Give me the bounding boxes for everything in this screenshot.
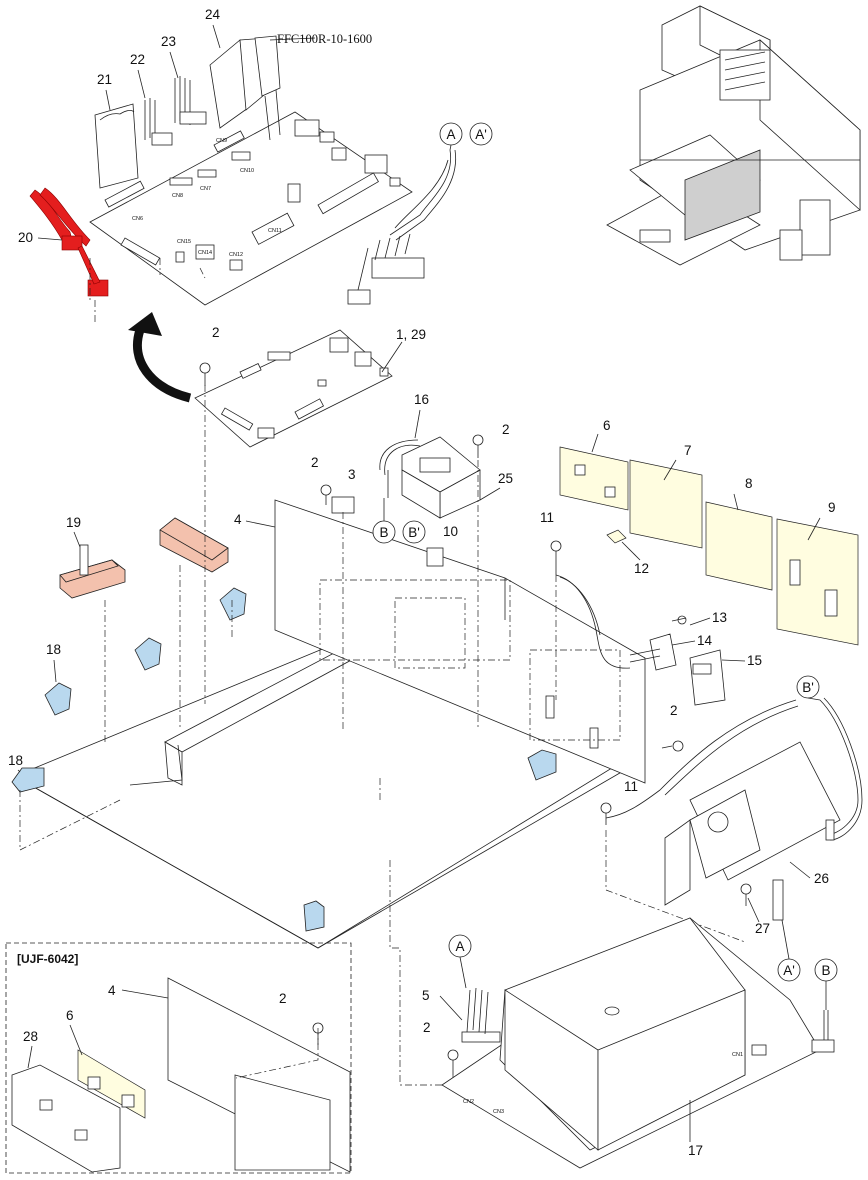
callout-17: 17 <box>688 1143 703 1158</box>
marker-a-lower: A <box>448 934 472 958</box>
ground-cable <box>555 574 726 706</box>
label-cn14: CN14 <box>198 250 212 256</box>
leader-lines <box>19 385 746 1090</box>
label-cn3: CN3 <box>493 1109 504 1115</box>
callout-leaders <box>17 24 827 1142</box>
callout-21: 21 <box>97 72 112 87</box>
label-cn8: CN8 <box>172 193 183 199</box>
harness-top-right <box>347 149 457 305</box>
marker-b-mid: B <box>372 520 396 544</box>
callout-23: 23 <box>161 34 176 49</box>
callout-1-29: 1, 29 <box>396 327 426 342</box>
svg-text:A: A <box>446 127 455 142</box>
callout-2-b: 2 <box>311 455 319 470</box>
power-unit-16 <box>379 436 481 519</box>
callout-9: 9 <box>828 500 836 515</box>
svg-text:B': B' <box>802 680 814 695</box>
ffc-cables <box>94 35 316 189</box>
label-cn2: CN2 <box>463 1099 474 1105</box>
svg-text:B: B <box>821 963 830 978</box>
rear-panel-4 <box>274 499 646 784</box>
callout-16: 16 <box>414 392 429 407</box>
labels-6-9 <box>559 446 859 646</box>
svg-text:A: A <box>455 939 464 954</box>
marker-a-prime-lower: A' <box>777 958 801 982</box>
bracket-3 <box>331 496 355 514</box>
label-cn11: CN11 <box>268 228 282 234</box>
pink-brackets-19 <box>59 517 229 599</box>
callout-18-b: 18 <box>8 753 23 768</box>
label-cn6: CN6 <box>132 216 143 222</box>
assembly-arrow <box>128 312 192 403</box>
callout-2-d: 2 <box>670 703 678 718</box>
printer-illustration <box>606 5 861 266</box>
callout-10: 10 <box>443 524 458 539</box>
svg-text:A': A' <box>783 963 795 978</box>
main-pcb-mounted <box>194 329 393 448</box>
callout-4-inset: 4 <box>108 983 116 998</box>
svg-text:B': B' <box>408 525 420 540</box>
inset-ujf-6042 <box>5 942 352 1174</box>
callout-2-a: 2 <box>212 325 220 340</box>
callout-8: 8 <box>745 476 753 491</box>
label-cn12: CN12 <box>229 252 243 258</box>
callout-6: 6 <box>603 418 611 433</box>
callout-11-a: 11 <box>540 510 554 525</box>
callout-3: 3 <box>348 467 356 482</box>
marker-b-prime-mid: B' <box>402 520 426 544</box>
callout-26: 26 <box>814 871 829 886</box>
label-cn1: CN1 <box>732 1052 743 1058</box>
callout-13: 13 <box>712 610 727 625</box>
label-cn7: CN7 <box>200 186 211 192</box>
callout-2-e: 2 <box>423 1020 431 1035</box>
marker-b-prime-right: B' <box>796 675 820 699</box>
inset-title: [UJF-6042] <box>17 952 78 966</box>
callout-14: 14 <box>697 633 713 648</box>
main-pcb-enlarged <box>89 111 413 306</box>
callout-12: 12 <box>634 561 649 576</box>
marker-a-top: A <box>439 122 463 146</box>
callout-11-b: 11 <box>624 779 638 794</box>
svg-text:A': A' <box>475 127 487 142</box>
label-cn15: CN15 <box>177 239 191 245</box>
callout-18-a: 18 <box>46 642 61 657</box>
callout-7: 7 <box>684 443 692 458</box>
label-cn9: CN9 <box>216 138 227 144</box>
callout-2-c: 2 <box>502 422 510 437</box>
harness-power-26 <box>605 697 863 841</box>
cable-part-number: FFC100R-10-1600 <box>277 32 372 46</box>
marker-a-prime-top: A' <box>469 122 493 146</box>
connector-10 <box>426 547 444 567</box>
red-harness <box>29 187 109 297</box>
callout-2-f: 2 <box>279 991 287 1006</box>
callout-6-inset: 6 <box>66 1008 74 1023</box>
callout-15: 15 <box>747 653 762 668</box>
power-supply-26 <box>664 741 841 921</box>
base-unit-17 <box>441 917 835 1169</box>
svg-text:B: B <box>379 525 388 540</box>
callout-27: 27 <box>755 921 770 936</box>
callout-28: 28 <box>23 1029 38 1044</box>
callout-24: 24 <box>205 7 221 22</box>
callout-22: 22 <box>130 52 145 67</box>
callout-19: 19 <box>66 515 81 530</box>
label-cn10: CN10 <box>240 168 254 174</box>
callout-4: 4 <box>234 512 242 527</box>
callout-5: 5 <box>422 988 430 1003</box>
marker-b-lower: B <box>814 958 838 982</box>
label-12 <box>606 529 627 544</box>
callout-25: 25 <box>498 471 513 486</box>
callout-20: 20 <box>18 230 33 245</box>
